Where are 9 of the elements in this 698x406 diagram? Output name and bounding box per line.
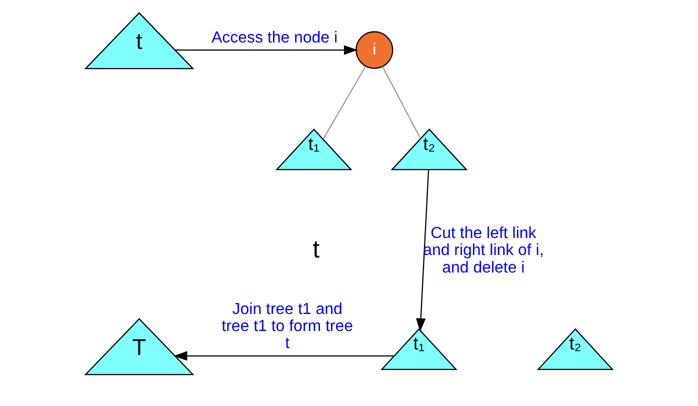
arrow [416,170,430,332]
connector [322,66,366,140]
connector [382,66,422,139]
node-circle: i [356,31,394,69]
edge-label: Join tree t1 and tree t1 to form tree t [222,300,354,352]
edge-label: Access the node i [211,29,338,46]
label: t [312,235,320,264]
arrow [175,45,358,55]
arrow [174,351,394,361]
